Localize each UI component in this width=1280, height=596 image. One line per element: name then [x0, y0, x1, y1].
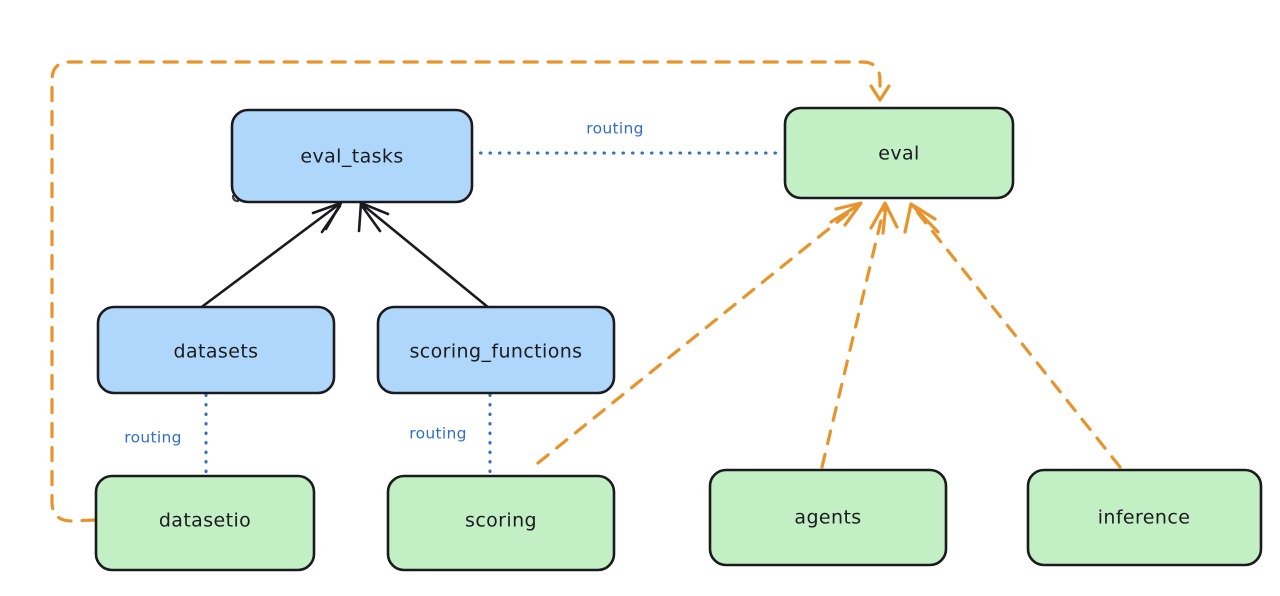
node-agents-box[interactable]: [708, 468, 948, 567]
edge-label-routing-eval: routing: [586, 120, 644, 138]
edge-scoring-eval: [536, 201, 863, 465]
edge-inference-eval: [903, 202, 1122, 469]
node-eval_tasks-box[interactable]: [230, 108, 474, 204]
node-eval_tasks[interactable]: eval_tasks: [230, 108, 474, 204]
node-datasetio[interactable]: datasetio: [94, 474, 316, 572]
node-scoring-box[interactable]: [386, 474, 616, 572]
dependency-edges: [50, 60, 1122, 523]
edge-scoring_functions-eval_tasks: [357, 201, 491, 310]
node-scoring-label: scoring: [465, 510, 537, 532]
node-scoring_functions-box[interactable]: [376, 305, 616, 395]
node-eval-label: eval: [878, 143, 919, 165]
routing-edge-labels: routing routing routing: [124, 120, 644, 447]
node-scoring[interactable]: scoring: [386, 474, 616, 572]
edge-datasets-eval_tasks: [197, 201, 343, 311]
node-eval[interactable]: eval: [783, 106, 1015, 200]
composition-edges: [197, 201, 491, 311]
edge-label-routing-datasetio: routing: [124, 429, 182, 447]
node-scoring_functions[interactable]: scoring_functions: [376, 305, 616, 395]
node-datasetio-label: datasetio: [159, 510, 251, 532]
edge-agents-eval: [820, 201, 899, 469]
edge-datasetio-eval: [50, 60, 891, 523]
node-eval_tasks-label: eval_tasks: [300, 146, 403, 168]
node-datasets-box[interactable]: [96, 305, 336, 395]
node-inference-box[interactable]: [1026, 468, 1263, 567]
routing-edges: [204, 151, 786, 476]
node-datasets[interactable]: datasets: [96, 305, 336, 395]
node-scoring_functions-label: scoring_functions: [410, 341, 583, 363]
node-datasets-label: datasets: [174, 341, 259, 363]
node-agents-label: agents: [794, 507, 861, 529]
node-inference[interactable]: inference: [1026, 468, 1263, 567]
node-agents[interactable]: agents: [708, 468, 948, 567]
edge-label-routing-scoring: routing: [409, 425, 467, 443]
node-inference-label: inference: [1098, 507, 1191, 529]
node-eval-box[interactable]: [783, 106, 1015, 200]
node-datasetio-box[interactable]: [94, 474, 316, 572]
